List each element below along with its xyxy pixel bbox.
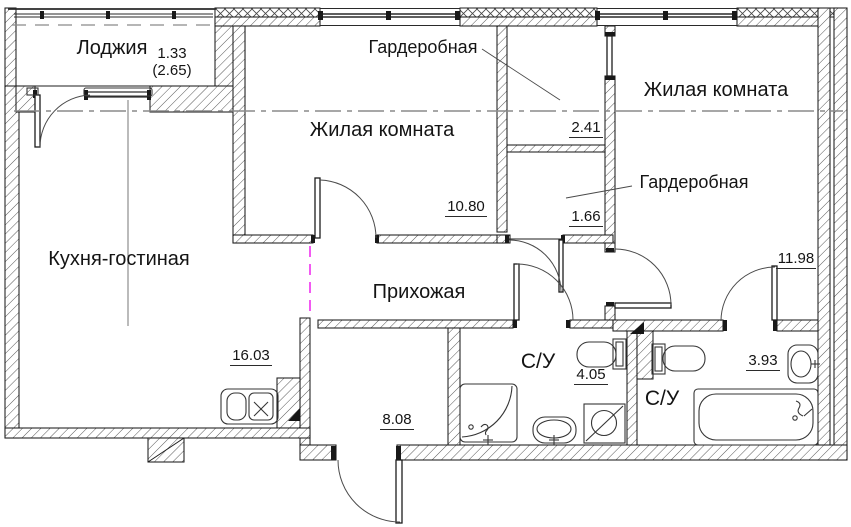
loggia-glazing <box>8 8 215 19</box>
room-label-bathroom-2: С/У <box>644 387 680 410</box>
door-bathroom-1 <box>513 263 574 328</box>
toilet-2 <box>651 343 706 375</box>
kitchen-sink <box>220 388 279 425</box>
toilet-1 <box>576 338 627 370</box>
wardrobe-right-leader-line <box>565 185 633 199</box>
window-living-right <box>595 8 737 26</box>
door-wardrobe-top <box>605 32 615 80</box>
bathtub <box>693 388 819 446</box>
wardrobe-top-area-value: 2.41 <box>569 119 603 138</box>
living-right-area-value: 11.98 <box>775 250 817 269</box>
room-area-living-middle: 10.80 <box>444 198 488 217</box>
room-area-living-right: 11.98 <box>772 250 820 269</box>
door-wardrobe-right <box>505 235 565 293</box>
walls-layer <box>4 7 848 463</box>
room-label-loggia: Лоджия <box>76 37 148 59</box>
room-area-wardrobe-top: 2.41 <box>564 119 608 138</box>
living-middle-area-value: 10.80 <box>445 198 487 217</box>
bathroom-1-area-value: 4.05 <box>574 366 608 385</box>
balcony-door <box>33 90 91 148</box>
room-area-kitchen: 16.03 <box>228 347 274 366</box>
room-area-bathroom-1: 4.05 <box>568 366 614 385</box>
room-label-hallway: Прихожая <box>372 281 466 303</box>
room-label-kitchen: Кухня-гостиная <box>48 248 190 270</box>
window-living-middle <box>318 8 460 26</box>
room-label-living-right: Жилая комната <box>643 79 789 101</box>
kitchen-vent-shaft <box>288 408 300 421</box>
entrance-door <box>331 446 403 524</box>
room-label-wardrobe-right: Гардеробная <box>639 172 749 192</box>
wardrobe-top-leader-line <box>481 48 561 101</box>
room-label-bathroom-1: С/У <box>520 350 556 373</box>
washbasin-1 <box>532 416 577 445</box>
room-label-wardrobe-top: Гардеробная <box>368 37 478 57</box>
loggia-area-total-value: (2.65) <box>152 62 192 79</box>
kitchen-area-value: 16.03 <box>230 347 272 366</box>
loggia-bench <box>26 87 153 97</box>
room-area-loggia: 1.33 (2.65) <box>148 45 196 79</box>
shower <box>459 383 518 445</box>
doors-layer <box>33 32 778 524</box>
loggia-area-value: 1.33 <box>157 45 187 62</box>
door-bathroom-2 <box>720 265 778 331</box>
windows-layer <box>8 8 737 100</box>
wardrobe-right-area-value: 1.66 <box>569 208 603 227</box>
fixtures-layer <box>26 87 820 446</box>
door-living-middle <box>311 177 379 243</box>
reference-lines <box>12 24 843 326</box>
room-label-living-middle: Жилая комната <box>309 119 455 141</box>
room-area-hallway: 8.08 <box>374 411 420 430</box>
vent-shaft <box>630 322 644 334</box>
bathroom-2-area-value: 3.93 <box>746 352 780 371</box>
washing-machine <box>583 403 626 444</box>
door-living-right <box>606 248 672 309</box>
washbasin-2 <box>787 344 820 384</box>
room-area-bathroom-2: 3.93 <box>740 352 786 371</box>
hallway-area-value: 8.08 <box>380 411 414 430</box>
room-area-wardrobe-right: 1.66 <box>564 208 608 227</box>
